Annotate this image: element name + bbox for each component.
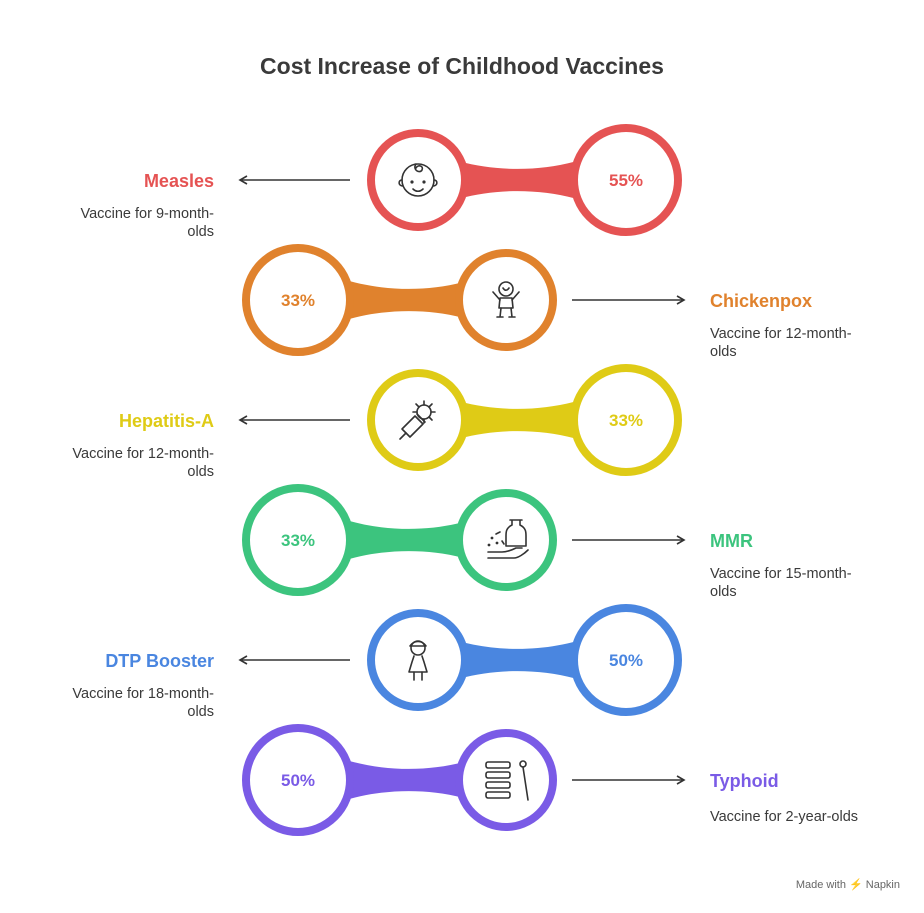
percent-circle [242,484,354,596]
page-title: Cost Increase of Childhood Vaccines [260,53,664,79]
percent-circle [570,364,682,476]
vaccine-name: Hepatitis-A [119,411,214,431]
percent-value: 33% [609,411,643,430]
virus-syringe-icon [399,400,436,440]
vaccine-description: olds [187,704,214,720]
percent-circle [242,244,354,356]
vaccine-description: olds [187,224,214,240]
row-mmr: 33% MMR Vaccine for 15-month- olds [242,484,852,600]
vaccine-description: olds [710,344,737,360]
row-chickenpox: 33% Chickenpox Vaccine for 12-month- old… [242,244,852,360]
medicine-hand-icon [487,519,529,559]
connector-band [418,140,622,220]
percent-circle [242,724,354,836]
row-hepatitis-a: 33% Hepatitis-A Vaccine for 12-month- ol… [72,364,682,480]
vaccine-description: Vaccine for 9-month- [80,206,214,222]
icon-circle [367,129,469,231]
connector-band [302,740,508,820]
percent-value: 50% [281,771,315,790]
vaccine-name: Typhoid [710,771,779,791]
vaccine-description: Vaccine for 12-month- [72,446,214,462]
row-measles: 55% Measles Vaccine for 9-month- olds [80,124,682,240]
vaccine-description: Vaccine for 15-month- [710,566,852,582]
made-with-napkin-credit: Made with ⚡ Napkin [796,878,900,891]
percent-circle [570,124,682,236]
vaccine-name: Measles [144,171,214,191]
row-dtp-booster: 50% DTP Booster Vaccine for 18-month- ol… [72,604,682,720]
vaccine-name: MMR [710,531,753,551]
connector-band [302,500,508,580]
icon-circle [367,609,469,711]
icon-circle [455,729,557,831]
vaccine-name: Chickenpox [710,291,812,311]
percent-value: 33% [281,291,315,310]
baby-face-icon [398,163,438,197]
connector-band [418,380,622,460]
vaccine-description: Vaccine for 12-month- [710,326,852,342]
vaccine-name: DTP Booster [105,651,214,671]
percent-circle [570,604,682,716]
toddler-icon [492,281,520,318]
icon-circle [455,249,557,351]
percent-value: 55% [609,171,643,190]
connector-band [302,260,508,340]
percent-value: 33% [281,531,315,550]
connector-band [418,620,622,700]
child-icon [408,640,428,681]
xylophone-icon [485,760,529,801]
vaccine-description: Vaccine for 2-year-olds [710,809,858,825]
row-typhoid: 50% Typhoid Vaccine for 2-year-olds [242,724,858,836]
percent-value: 50% [609,651,643,670]
vaccine-description: Vaccine for 18-month- [72,686,214,702]
vaccine-description: olds [187,464,214,480]
vaccine-description: olds [710,584,737,600]
